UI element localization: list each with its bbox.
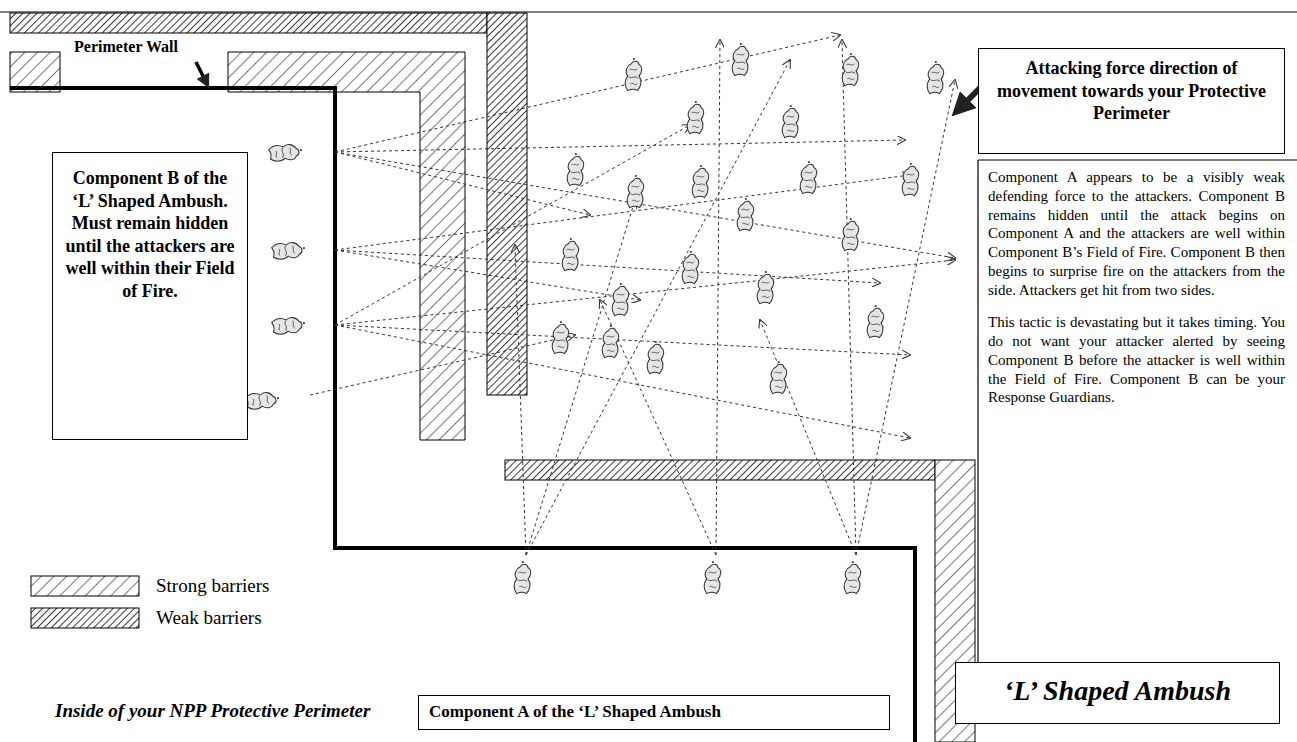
defender-figure — [268, 141, 303, 163]
defender-figure — [271, 314, 306, 336]
title-box: ‘L’ Shaped Ambush — [955, 662, 1280, 724]
weak-barrier — [10, 13, 487, 33]
attacker-figure — [602, 325, 619, 358]
node-text: ‘L’ Shaped Ambush — [968, 673, 1267, 708]
legend-row: Strong barriers — [30, 574, 269, 598]
leader-arrow — [196, 62, 206, 82]
legend-swatch — [30, 574, 142, 598]
fire-line — [335, 175, 910, 250]
attacker-figure — [927, 61, 944, 94]
defender-figure — [704, 561, 721, 594]
attacker-figure — [687, 101, 704, 134]
fire-line — [842, 40, 856, 555]
legend-swatch — [31, 608, 139, 628]
attacker-figure — [800, 161, 817, 194]
panel-line — [977, 160, 978, 662]
attacker-figure — [692, 165, 709, 198]
fire-line — [335, 35, 840, 152]
fire-line — [335, 250, 880, 283]
weak-barrier — [505, 460, 935, 480]
fire-lines — [310, 35, 955, 555]
defender-figure — [271, 239, 306, 261]
attacker-figure — [842, 218, 859, 251]
attacker-figure — [782, 105, 799, 138]
panel-line — [978, 159, 1297, 160]
fire-line — [716, 40, 720, 555]
component-box: Component B of the ‘L’ Shaped Ambush. Mu… — [52, 152, 248, 440]
defender-figure — [245, 389, 280, 411]
attacker-figure — [682, 251, 699, 284]
fire-line — [335, 125, 690, 325]
soldiers — [245, 43, 943, 594]
region-label: Inside of your NPP Protective Perimeter — [55, 700, 415, 722]
defender-figure — [271, 314, 306, 336]
node-text: Component B of the ‘L’ Shaped Ambush. Mu… — [63, 167, 237, 302]
attacker-figure — [757, 271, 774, 304]
attacker-figure — [770, 361, 787, 394]
node-body: This tactic is devastating but it takes … — [988, 313, 1285, 407]
attacker-figure — [562, 238, 579, 271]
defender-figure — [268, 141, 303, 163]
attacker-figure — [902, 163, 919, 196]
attacker-figure — [627, 175, 644, 208]
description-panel: Component A appears to be a visibly weak… — [980, 162, 1295, 462]
fire-line — [335, 152, 590, 215]
defender-figure — [271, 239, 306, 261]
attacker-figure — [552, 321, 569, 354]
node-text: Component A of the ‘L’ Shaped Ambush — [429, 701, 879, 722]
fire-line — [600, 300, 716, 555]
attacker-figure — [867, 305, 884, 338]
perimeter-line — [10, 88, 915, 742]
defender-figure — [245, 389, 280, 411]
attacker-figure — [567, 153, 584, 186]
attacker-figure — [625, 58, 642, 91]
wall-label: Perimeter Wall — [66, 38, 186, 56]
legend-text: Weak barriers — [156, 607, 262, 629]
component-box: Component A of the ‘L’ Shaped Ambush — [418, 695, 890, 730]
defender-figure — [844, 561, 861, 594]
fire-line — [335, 140, 905, 152]
fire-line — [526, 200, 635, 555]
weak-barrier — [487, 13, 527, 395]
legend-row: Weak barriers — [30, 606, 262, 630]
attacker-figure — [612, 283, 629, 316]
legend-swatch — [30, 606, 142, 630]
defender-figure — [514, 561, 531, 594]
note-box: Attacking force direction of movement to… — [978, 48, 1285, 154]
legend-swatch — [31, 576, 139, 596]
fire-line — [856, 80, 955, 555]
fire-line — [760, 320, 856, 555]
fire-line — [335, 152, 955, 258]
node-text: Component A appears to be a visibly weak… — [988, 168, 1285, 299]
fire-line — [335, 260, 955, 325]
node-text: Attacking force direction of movement to… — [989, 57, 1274, 125]
attacker-figure — [732, 43, 749, 76]
attacker-figure — [842, 53, 859, 86]
attacker-figure — [737, 198, 754, 231]
fire-line — [515, 245, 526, 555]
fire-line — [310, 335, 575, 395]
fire-line — [335, 250, 640, 300]
fire-line — [526, 60, 790, 555]
attacker-figure — [647, 341, 664, 374]
frame-line — [0, 11, 1297, 12]
strong-barrier — [228, 52, 465, 440]
fire-line — [335, 325, 910, 438]
legend-text: Strong barriers — [156, 575, 269, 597]
